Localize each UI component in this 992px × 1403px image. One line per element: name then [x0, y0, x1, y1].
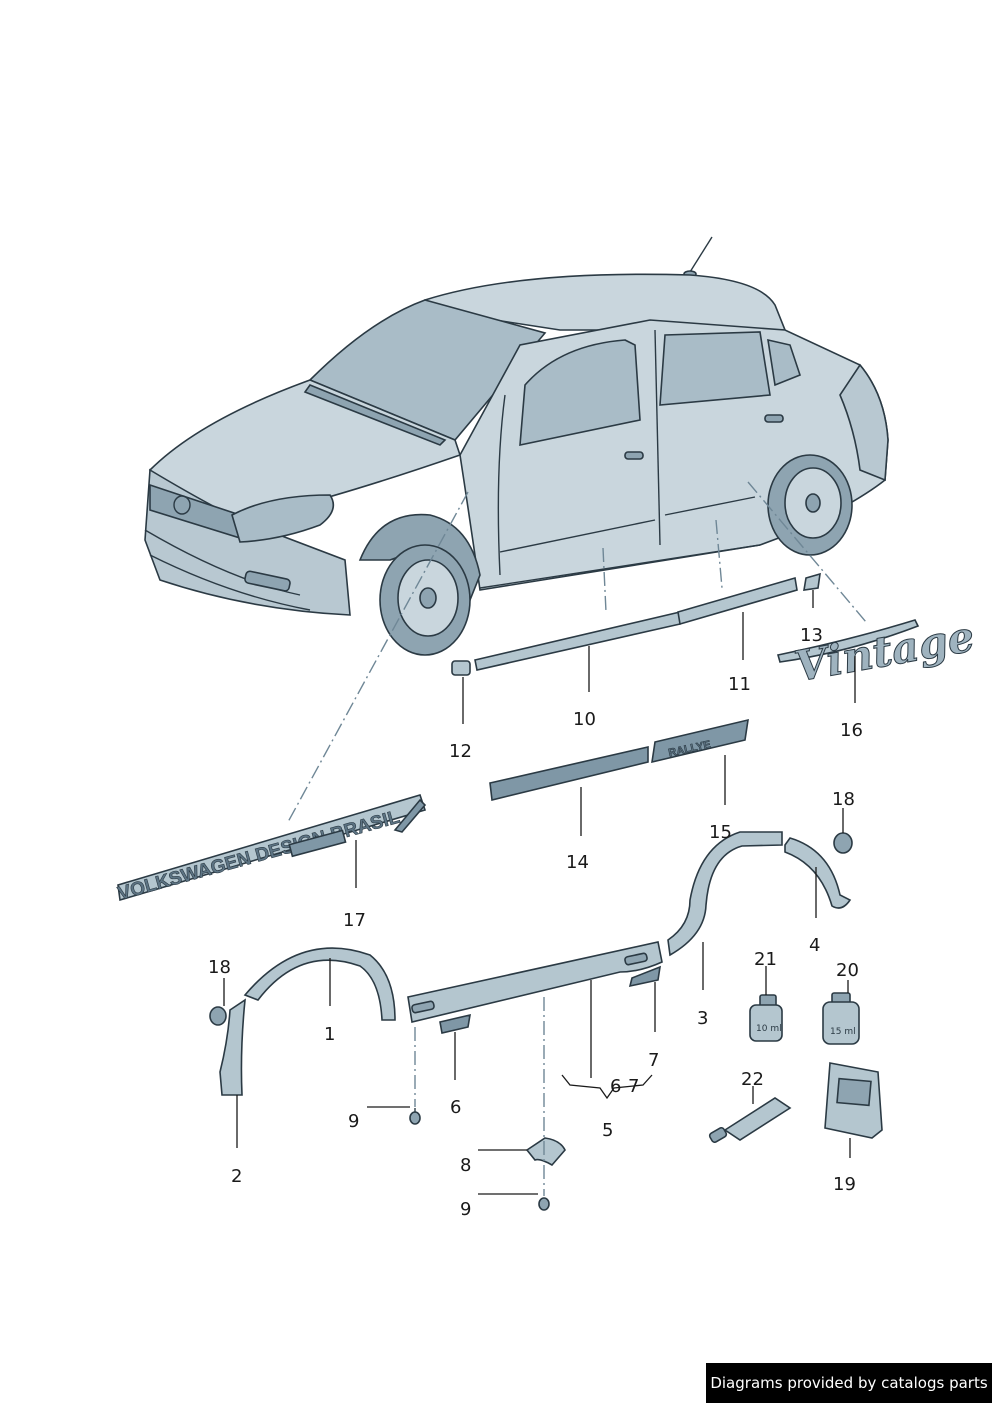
callout-18-right: 18	[832, 789, 855, 810]
part-4-rear-arch-flare	[784, 837, 852, 909]
callout-6: 6	[450, 1097, 461, 1118]
callout-21: 21	[754, 949, 777, 970]
callout-numbers: 1 2 3 4 5 6 6 7 7 8 9 9 10 11 12 13 14 1…	[208, 625, 863, 1220]
part-22-tube	[708, 1097, 792, 1144]
callout-13: 13	[800, 625, 823, 646]
part-21-bottle-10ml: 10 ml	[749, 994, 783, 1042]
callout-16: 16	[840, 720, 863, 741]
part-11-rear-moulding	[677, 576, 798, 626]
callout-19: 19	[833, 1174, 856, 1195]
callout-3: 3	[697, 1008, 708, 1029]
callout-9-lower: 9	[460, 1199, 471, 1220]
part-8-bracket	[525, 1137, 566, 1167]
callout-6-group: 6	[610, 1076, 621, 1097]
part-9-screw-lower	[538, 1197, 550, 1211]
part-19-sachet	[824, 1062, 883, 1139]
design-brasil-text: VOLKSWAGEN DESIGN BRASIL	[116, 807, 403, 905]
callout-8: 8	[460, 1155, 471, 1176]
callout-12: 12	[449, 741, 472, 762]
part-5-sill-panel	[407, 941, 663, 1023]
callout-leaders	[223, 590, 856, 1195]
part-6-sill-end-piece	[439, 1013, 471, 1034]
part-18-clip-right	[833, 832, 853, 854]
part-16-vintage-emblem: Vintage	[776, 611, 978, 692]
callout-1: 1	[324, 1024, 335, 1045]
part-14-moulding	[489, 745, 649, 801]
bottle-20-label: 15 ml	[830, 1027, 856, 1037]
part-9-screw-upper	[409, 1108, 421, 1125]
part-3-rear-lower-flare	[667, 831, 783, 957]
callout-7-group: 7	[628, 1076, 639, 1097]
callout-15: 15	[709, 822, 732, 843]
part-17-design-brasil-decal: VOLKSWAGEN DESIGN BRASIL	[115, 794, 427, 905]
callout-10: 10	[573, 709, 596, 730]
vintage-emblem-text: Vintage	[791, 612, 978, 692]
callout-18-left: 18	[208, 957, 231, 978]
part-1-front-arch-flare	[243, 947, 396, 1021]
part-18-clip-left	[209, 1006, 227, 1026]
callout-4: 4	[809, 935, 820, 956]
callout-22: 22	[741, 1069, 764, 1090]
callout-17: 17	[343, 910, 366, 931]
car-illustration	[144, 236, 889, 656]
part-2-front-lower-flare	[219, 998, 246, 1096]
callout-14: 14	[566, 852, 589, 873]
part-15-rallye-moulding: RALLYE	[651, 718, 749, 764]
bottle-21-label: 10 ml	[756, 1024, 782, 1034]
footer-credit: Diagrams provided by catalogs parts	[706, 1363, 992, 1403]
part-7-sill-end-piece	[628, 965, 662, 988]
callout-11: 11	[728, 674, 751, 695]
dashed-leaders	[287, 481, 867, 1196]
callout-7: 7	[648, 1050, 659, 1071]
part-13-end-cap	[803, 572, 821, 591]
callout-2: 2	[231, 1166, 242, 1187]
callout-9-upper: 9	[348, 1111, 359, 1132]
part-20-bottle-15ml: 15 ml	[822, 992, 860, 1045]
part-10-door-moulding	[474, 610, 681, 671]
callout-20: 20	[836, 960, 859, 981]
callout-5: 5	[602, 1120, 613, 1141]
part-12-end-cap	[451, 660, 471, 676]
